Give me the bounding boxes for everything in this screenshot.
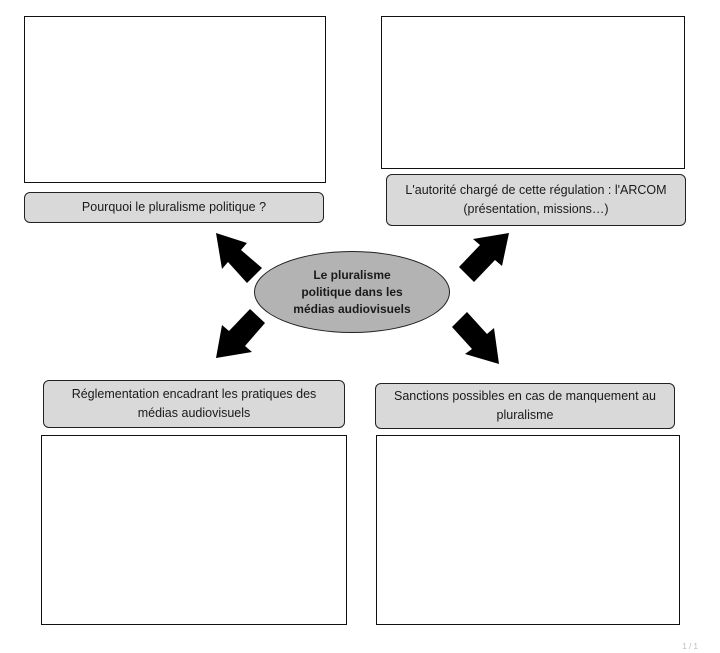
arrow-up-left xyxy=(216,233,262,283)
label-regulation-text: Réglementation encadrant les pratiques d… xyxy=(71,387,317,420)
label-why-pluralism-text: Pourquoi le pluralisme politique ? xyxy=(81,200,267,214)
answer-box-top-left[interactable] xyxy=(24,16,326,183)
central-topic: Le pluralisme politique dans les médias … xyxy=(254,251,450,333)
label-arcom-line1: L'autorité chargé de cette régulation : … xyxy=(405,183,667,197)
label-arcom: L'autorité chargé de cette régulation : … xyxy=(386,174,686,226)
arrow-down-left xyxy=(216,309,265,358)
arrow-up-right xyxy=(459,233,509,282)
label-sanctions-text: Sanctions possibles en cas de manquement… xyxy=(394,389,656,422)
central-topic-text: Le pluralisme politique dans les médias … xyxy=(293,267,411,316)
label-arcom-line2: (présentation, missions…) xyxy=(463,202,609,216)
label-sanctions: Sanctions possibles en cas de manquement… xyxy=(375,383,675,429)
label-regulation: Réglementation encadrant les pratiques d… xyxy=(43,380,345,428)
label-why-pluralism: Pourquoi le pluralisme politique ? xyxy=(24,192,324,223)
answer-box-bottom-left[interactable] xyxy=(41,435,347,625)
answer-box-top-right[interactable] xyxy=(381,16,685,169)
arrow-down-right xyxy=(452,312,499,364)
answer-box-bottom-right[interactable] xyxy=(376,435,680,625)
page-marker: 1 / 1 xyxy=(682,642,698,651)
